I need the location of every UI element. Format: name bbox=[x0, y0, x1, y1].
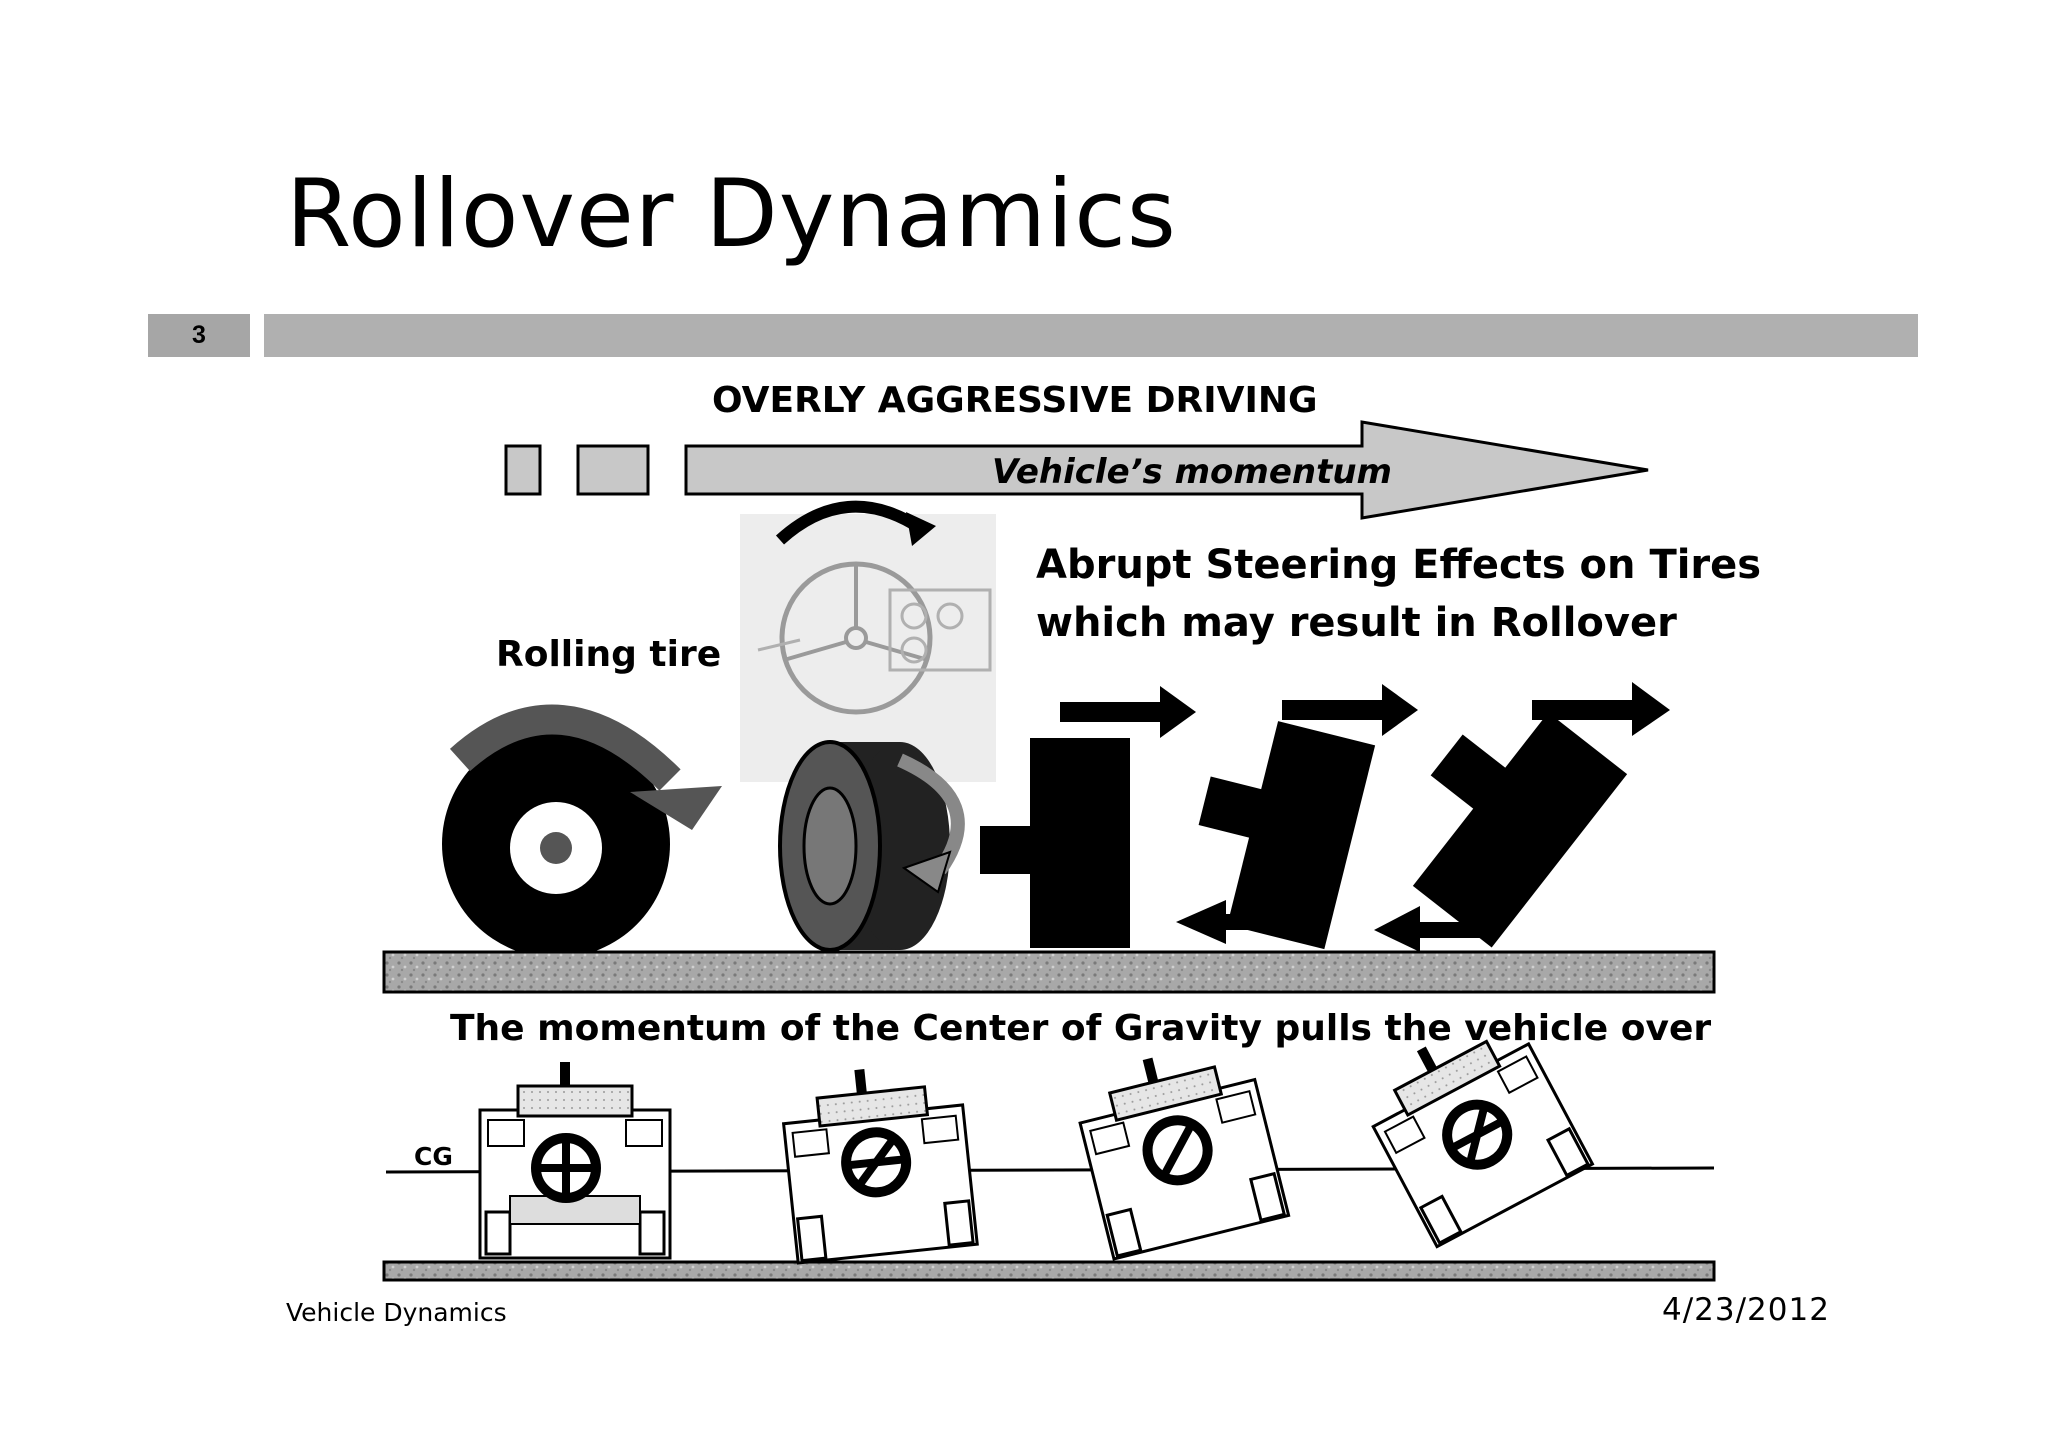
steering-effects-line1: Abrupt Steering Effects on Tires bbox=[1036, 542, 1762, 588]
force-arrow-3 bbox=[1374, 682, 1670, 952]
steering-wheel-icon bbox=[740, 500, 996, 782]
rolling-tire-icon bbox=[442, 704, 722, 958]
tire-profile-tilting bbox=[1198, 721, 1376, 950]
overly-aggressive-driving-label: OVERLY AGGRESSIVE DRIVING bbox=[712, 380, 1318, 421]
vehicle-tilting-icon bbox=[1078, 1057, 1291, 1261]
slide-title: Rollover Dynamics bbox=[286, 160, 1177, 269]
vehicle-rolling-over-icon bbox=[1371, 1039, 1595, 1249]
footer-left: Vehicle Dynamics bbox=[286, 1298, 507, 1327]
slide-number: 3 bbox=[148, 314, 250, 357]
tire-profile-tipping bbox=[1412, 712, 1628, 948]
ground-strip-upper bbox=[382, 950, 1716, 994]
ground-strip-lower bbox=[382, 1260, 1716, 1282]
rolling-tire-label: Rolling tire bbox=[496, 634, 722, 675]
force-arrow-2 bbox=[1176, 684, 1418, 944]
turning-tire-icon bbox=[778, 740, 965, 952]
steering-effects-line2: which may result in Rollover bbox=[1036, 600, 1677, 646]
cg-label: CG bbox=[414, 1142, 453, 1171]
footer-date: 4/23/2012 bbox=[1662, 1292, 1830, 1328]
momentum-arrow bbox=[504, 420, 1649, 520]
header-bar bbox=[264, 314, 1918, 357]
cg-caption: The momentum of the Center of Gravity pu… bbox=[450, 1008, 1712, 1049]
vehicle-leaning-icon bbox=[781, 1069, 979, 1265]
vehicle-upright-icon bbox=[478, 1062, 672, 1260]
vehicle-momentum-label: Vehicle’s momentum bbox=[992, 452, 1392, 492]
tire-profile-upright bbox=[980, 686, 1196, 948]
